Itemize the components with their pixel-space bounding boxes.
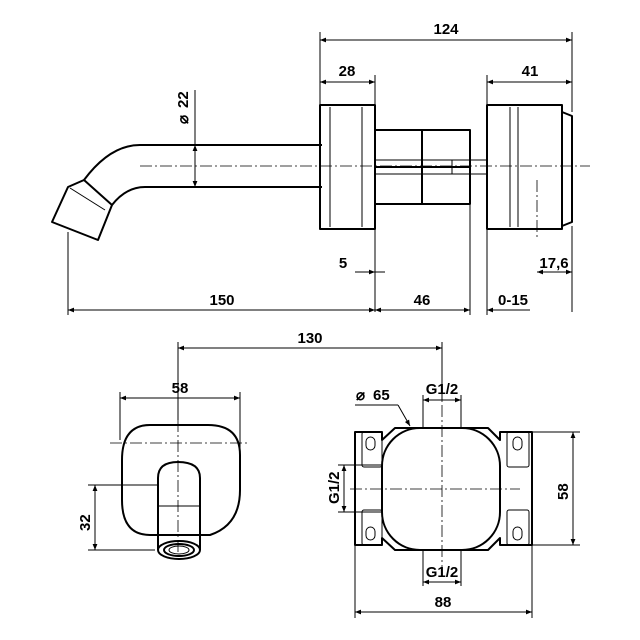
spout bbox=[51, 144, 590, 241]
dim-label: 58 bbox=[172, 380, 189, 397]
dim-label: 65 bbox=[373, 387, 390, 404]
handle bbox=[486, 104, 573, 240]
dim-label: 28 bbox=[339, 63, 356, 80]
dim-label: 41 bbox=[522, 63, 539, 80]
dim-box-height: 58 bbox=[532, 431, 580, 546]
front-view: 130 58 32 bbox=[77, 330, 443, 560]
dim-label: 124 bbox=[433, 21, 459, 38]
dim-handle-width: 41 bbox=[486, 63, 572, 104]
dim-label: 5 bbox=[339, 255, 347, 272]
dim-label: 46 bbox=[414, 292, 431, 309]
dim-outlet-height: 32 bbox=[77, 484, 158, 551]
dim-label: 130 bbox=[297, 330, 322, 347]
dim-label: 150 bbox=[209, 292, 234, 309]
box-view: ⌀ 65 G1/2 G1/2 G1/2 bbox=[326, 381, 580, 618]
dim-gap: 5 bbox=[339, 205, 385, 312]
thread-label: G1/2 bbox=[326, 471, 343, 504]
thread-top: G1/2 bbox=[422, 381, 462, 428]
thread-bottom: G1/2 bbox=[422, 550, 462, 586]
outlet bbox=[157, 461, 201, 560]
dim-label: 32 bbox=[77, 514, 94, 531]
dim-label: 17,6 bbox=[539, 255, 568, 272]
diameter-symbol: ⌀ bbox=[175, 115, 192, 124]
valve-body bbox=[319, 104, 488, 230]
thread-label: G1/2 bbox=[426, 381, 459, 398]
dim-plate-width: 58 bbox=[119, 380, 241, 455]
dim-label: 88 bbox=[435, 594, 452, 611]
dim-chain-bottom: 150 46 0-15 bbox=[67, 205, 530, 315]
side-view: 124 28 41 ⌀ 22 5 bbox=[51, 21, 590, 315]
dim-center-distance: 130 bbox=[177, 330, 443, 420]
dim-label: 58 bbox=[555, 483, 572, 500]
dim-box-diameter: ⌀ 65 bbox=[355, 387, 411, 427]
thread-side: G1/2 bbox=[326, 464, 382, 513]
dim-label: 22 bbox=[175, 91, 192, 108]
diameter-symbol: ⌀ bbox=[356, 387, 365, 404]
dim-body-width: 28 bbox=[320, 63, 376, 104]
dim-overall-depth: 124 bbox=[319, 21, 573, 112]
dim-label: 0-15 bbox=[498, 292, 528, 309]
thread-label: G1/2 bbox=[426, 564, 459, 581]
dim-box-width: 88 bbox=[354, 545, 533, 618]
dim-handle-offset: 17,6 bbox=[537, 226, 573, 312]
cover-plate bbox=[121, 424, 241, 536]
dim-spout-diameter: ⌀ 22 bbox=[175, 90, 198, 187]
